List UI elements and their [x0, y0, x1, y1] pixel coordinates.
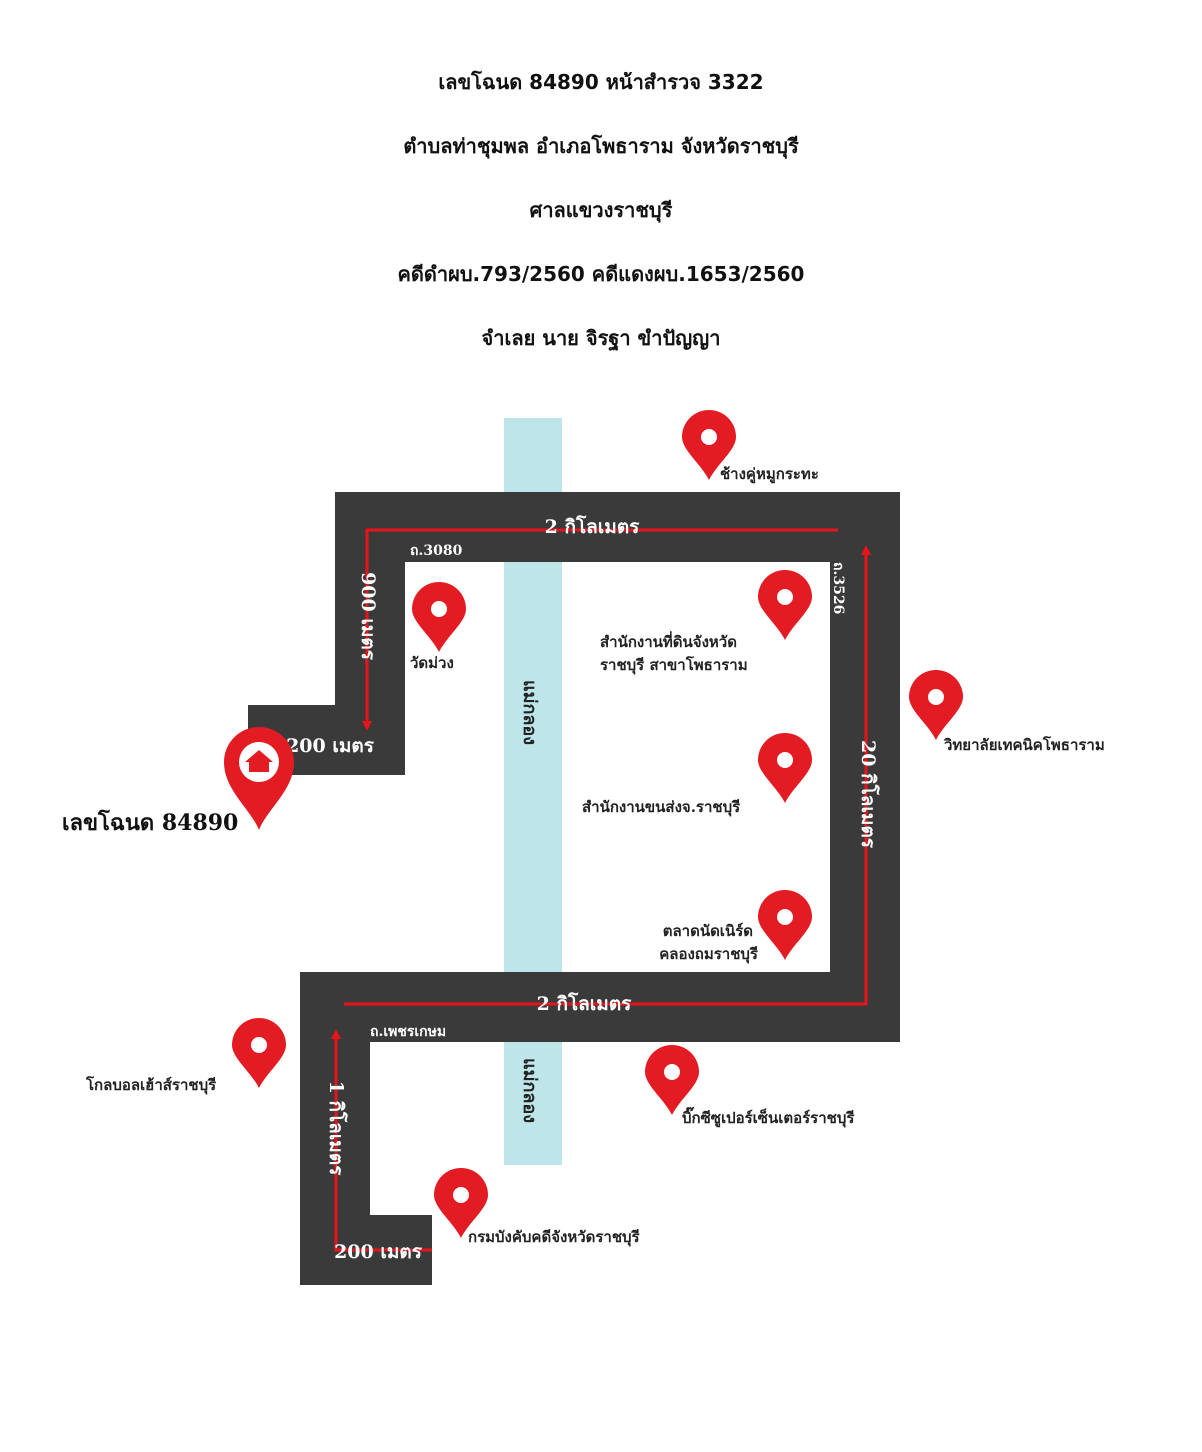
label-market-2: คลองถมราชบุรี — [659, 945, 759, 964]
label-tech-college: วิทยาลัยเทคนิคโพธาราม — [943, 735, 1104, 754]
property-label: เลขโฉนด 84890 — [62, 809, 238, 836]
road-name-right: ถ.3526 — [830, 562, 846, 614]
label-wat-muang: วัดม่วง — [410, 654, 454, 672]
case-number-line: คดีดำผบ.793/2560 คดีแดงผบ.1653/2560 — [397, 262, 805, 286]
defendant-line: จำเลย นาย จิรฐา ขำปัญญา — [481, 326, 721, 350]
river-label-lower: แม่กลอง — [519, 1058, 540, 1123]
distance-left-vertical: 900 เมตร — [357, 572, 379, 661]
river-label-upper: แม่กลอง — [519, 680, 540, 745]
pin-wat-muang — [412, 582, 466, 652]
road-name-bottom: ถ.เพชรเกษม — [370, 1024, 446, 1040]
distance-right-vertical: 20 กิโลเมตร — [857, 740, 880, 849]
label-market-1: ตลาดนัดเนิร์ด — [663, 922, 753, 940]
property-pin — [223, 726, 295, 830]
label-enforcement: กรมบังคับคดีจังหวัดราชบุรี — [468, 1228, 641, 1247]
pin-land-office — [758, 570, 812, 640]
pin-market — [758, 890, 812, 960]
label-transport-office: สำนักงานขนส่งจ.ราชบุรี — [582, 798, 741, 817]
label-land-office-2: ราชบุรี สาขาโพธาราม — [600, 655, 748, 675]
road-name-top: ถ.3080 — [410, 543, 463, 559]
distance-lower-vertical: 1 กิโลเมตร — [325, 1081, 348, 1177]
pin-tech-college — [909, 670, 963, 740]
distance-top: 2 กิโลเมตร — [545, 515, 641, 538]
label-land-office-1: สำนักงานที่ดินจังหวัด — [600, 631, 737, 651]
label-big-c: บิ๊กซีซูเปอร์เซ็นเตอร์ราชบุรี — [682, 1106, 855, 1128]
distance-lower-stub: 200 เมตร — [334, 1241, 423, 1263]
route-top — [362, 528, 838, 731]
pin-big-c — [645, 1045, 699, 1115]
route-lower — [331, 1029, 432, 1252]
distance-bottom: 2 กิโลเมตร — [537, 992, 633, 1015]
court-line: ศาลแขวงราชบุรี — [529, 198, 673, 222]
pin-transport-office — [758, 733, 812, 803]
location-line: ตำบลท่าชุมพล อำเภอโพธาราม จังหวัดราชบุรี — [403, 134, 799, 158]
label-goal-house: โกลบอลเฮ้าส์ราชบุรี — [85, 1075, 217, 1095]
home-icon — [245, 750, 273, 772]
distance-house-stub: 200 เมตร — [286, 735, 375, 757]
title-deed-line: เลขโฉนด 84890 หน้าสำรวจ 3322 — [438, 70, 764, 94]
pin-goal-house — [232, 1018, 286, 1088]
label-chang-ku: ช้างคู่หมูกระทะ — [720, 465, 819, 484]
route-right — [344, 545, 871, 1006]
route-lines — [331, 528, 871, 1252]
